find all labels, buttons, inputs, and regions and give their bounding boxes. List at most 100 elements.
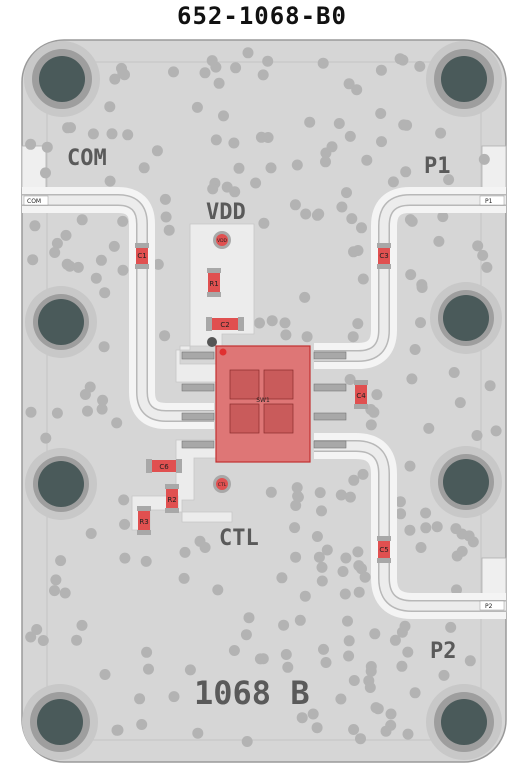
via <box>311 722 323 734</box>
via <box>341 187 352 199</box>
via <box>404 214 416 226</box>
via <box>343 78 355 90</box>
svg-text:C4: C4 <box>356 392 366 400</box>
via <box>300 208 312 220</box>
via <box>98 341 110 353</box>
via <box>96 403 108 415</box>
via <box>416 282 428 293</box>
via <box>262 55 274 67</box>
via <box>254 317 265 329</box>
mounting-hole-right-upper <box>430 282 502 354</box>
via <box>229 186 241 198</box>
mounting-hole-left-upper <box>25 286 97 358</box>
via <box>99 669 111 680</box>
via <box>49 585 60 597</box>
via <box>276 572 288 584</box>
via <box>152 258 164 270</box>
via <box>478 153 490 165</box>
via <box>415 542 427 553</box>
via <box>399 620 411 632</box>
svg-text:VDD: VDD <box>217 238 228 244</box>
via <box>352 318 364 330</box>
label-ctl: CTL <box>219 526 259 551</box>
vdd-copper <box>175 223 255 383</box>
via <box>230 62 242 74</box>
via <box>194 535 206 547</box>
via <box>387 176 399 188</box>
via <box>454 397 466 409</box>
via <box>464 655 476 667</box>
via <box>348 474 360 486</box>
via <box>243 612 255 624</box>
via <box>212 584 224 596</box>
via <box>438 669 450 681</box>
sw1-pin1-marker <box>219 348 227 356</box>
via <box>191 101 203 113</box>
via <box>484 380 496 392</box>
via <box>108 240 120 252</box>
via <box>311 531 323 542</box>
via <box>401 119 413 131</box>
component-r1: R1 <box>207 268 221 297</box>
via <box>117 264 129 276</box>
svg-text:R3: R3 <box>139 518 148 526</box>
via <box>207 183 219 195</box>
component-c1: C1 <box>135 243 149 269</box>
via <box>326 141 338 153</box>
via <box>25 138 37 150</box>
via <box>344 374 356 385</box>
via <box>290 551 302 563</box>
label-p2: P2 <box>430 639 457 664</box>
via <box>343 650 355 662</box>
via <box>159 330 171 342</box>
via <box>336 201 348 213</box>
via <box>292 490 304 502</box>
via <box>136 719 148 730</box>
via <box>406 373 418 385</box>
mounting-hole-bottom-left <box>22 684 98 760</box>
via <box>278 619 290 631</box>
via <box>291 159 303 171</box>
via <box>394 496 406 508</box>
via <box>76 619 88 631</box>
via <box>389 634 401 646</box>
via <box>404 460 416 472</box>
via <box>339 588 351 600</box>
via <box>402 646 414 658</box>
via <box>90 272 102 284</box>
via <box>265 486 277 498</box>
via <box>394 53 406 65</box>
via <box>143 663 154 675</box>
via <box>317 57 329 69</box>
via <box>299 291 311 303</box>
via <box>335 693 347 705</box>
via <box>60 229 72 241</box>
via <box>242 47 254 59</box>
svg-text:R2: R2 <box>167 496 176 504</box>
via <box>104 175 116 187</box>
via <box>41 141 53 153</box>
via <box>320 156 331 168</box>
via <box>87 128 99 140</box>
via <box>160 211 172 223</box>
via <box>352 245 364 256</box>
via <box>40 167 51 179</box>
via <box>210 134 222 146</box>
via <box>65 122 76 134</box>
via <box>307 708 319 720</box>
via <box>280 649 292 660</box>
via <box>257 69 269 81</box>
via <box>380 725 392 737</box>
svg-text:CTL: CTL <box>218 482 227 488</box>
via <box>218 110 229 122</box>
svg-text:C5: C5 <box>379 546 388 554</box>
via <box>423 422 435 434</box>
via <box>280 329 292 341</box>
via <box>289 199 301 211</box>
via <box>320 657 332 668</box>
via <box>50 574 62 586</box>
via <box>304 116 316 128</box>
edge-label-com: COM <box>27 198 41 205</box>
component-c2: C2 <box>206 317 244 331</box>
via <box>477 249 489 261</box>
